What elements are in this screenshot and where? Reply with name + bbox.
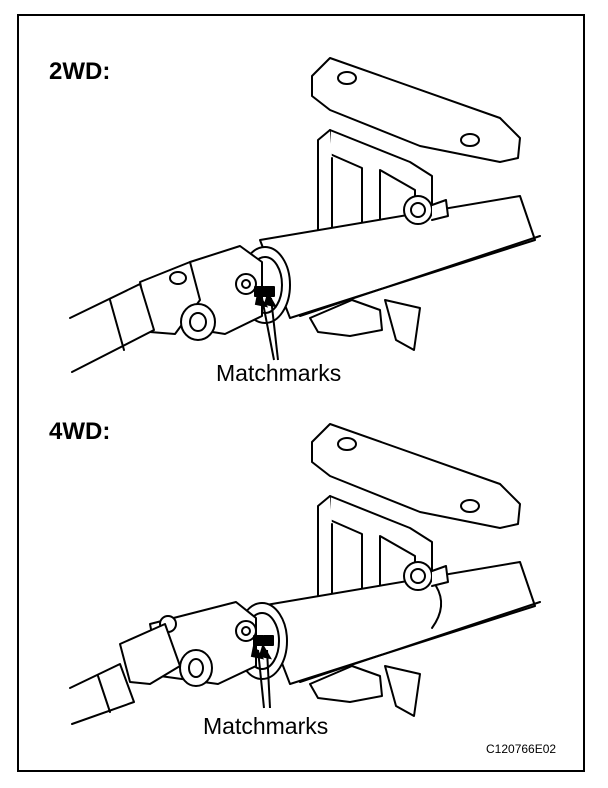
matchmarks-label-4wd: Matchmarks [203, 713, 329, 739]
figure-frame [17, 14, 585, 772]
matchmarks-label-2wd: Matchmarks [216, 360, 342, 386]
drawing-2wd [69, 57, 541, 373]
panel-heading-2wd: 2WD: [49, 58, 111, 85]
panel-heading-4wd: 4WD: [49, 418, 111, 445]
figure-code: C120766E02 [486, 742, 557, 756]
